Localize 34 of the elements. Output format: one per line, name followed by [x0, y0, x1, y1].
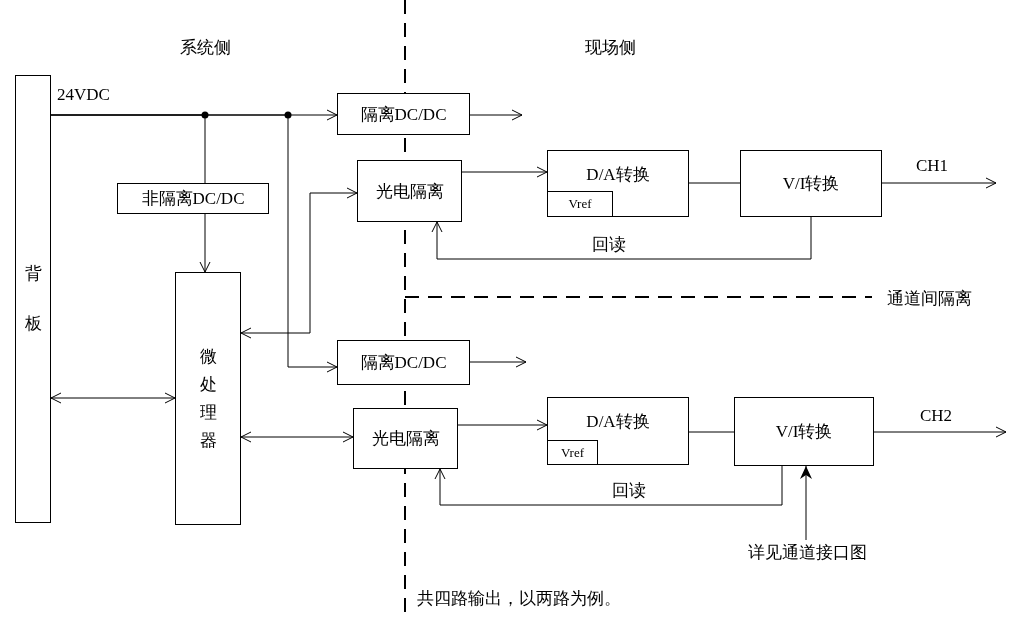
arrow	[461, 166, 548, 178]
processor-box: 微处理器	[175, 272, 241, 525]
converter-box: 隔离DC/DC	[337, 93, 470, 135]
edge-label: 回读	[592, 236, 626, 254]
converter-box: V/I转换	[740, 150, 882, 217]
note-text: 详见通道接口图	[722, 540, 892, 564]
converter-box: D/A转换 Vref	[547, 397, 689, 465]
backplane-box: 背板	[15, 75, 51, 523]
arrow	[881, 177, 997, 189]
note-text: 通道间隔离	[887, 288, 972, 310]
isolator-box: 光电隔离	[353, 408, 458, 469]
arrow	[50, 114, 338, 373]
arrow	[800, 465, 812, 541]
side-label: 现场侧	[585, 37, 636, 59]
note-text: 共四路输出，以两路为例。	[417, 588, 621, 610]
arrow	[469, 356, 527, 368]
arrow	[240, 431, 354, 443]
arrow	[434, 465, 783, 506]
arrow	[50, 392, 176, 404]
reference-box: Vref	[547, 191, 613, 217]
converter-box: 隔离DC/DC	[337, 340, 470, 385]
isolator-box: 光电隔离	[357, 160, 462, 222]
converter-box: 非隔离DC/DC	[117, 183, 269, 214]
arrow	[240, 187, 358, 339]
arrow	[469, 109, 523, 121]
reference-box: Vref	[547, 440, 598, 465]
arrow	[431, 216, 812, 260]
arrow	[199, 213, 211, 273]
side-label: 系统侧	[180, 37, 231, 59]
arrow	[457, 419, 548, 431]
edge-label: 回读	[612, 482, 646, 500]
converter-box: D/A转换 Vref	[547, 150, 689, 217]
arrow	[873, 426, 1007, 438]
converter-box: V/I转换	[734, 397, 874, 466]
